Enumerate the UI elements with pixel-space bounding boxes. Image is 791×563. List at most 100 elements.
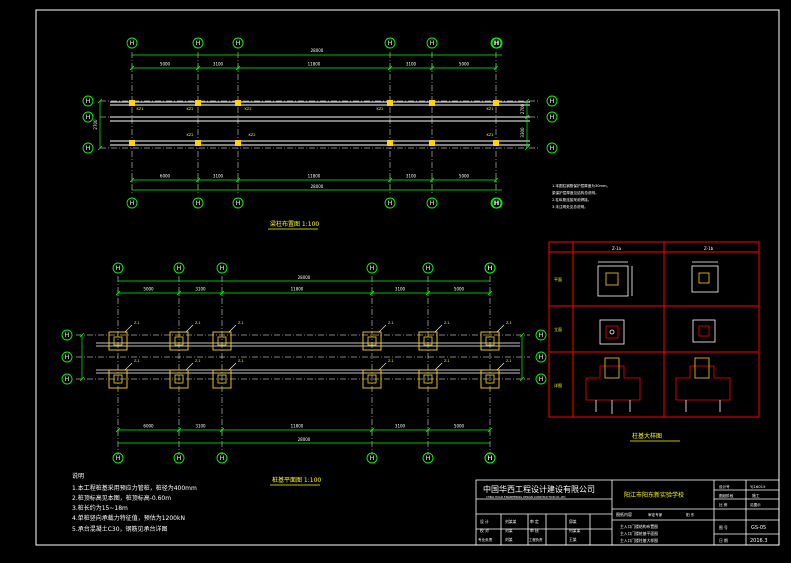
p2-bubble-top-5-label: H [488,265,493,272]
p2-col-2-0 [217,336,227,346]
project-name: 阳江市阳东新实验学校 [624,491,684,499]
p1-bubble-left-0-label: H [86,98,91,105]
detail-plan-b [691,261,719,293]
detail-row-label-1: 平面 [554,277,562,282]
detail-row-label-3: 详图 [554,382,562,388]
detail-footing-b [675,357,731,412]
signoff-r1-c3: 审 定 [530,519,539,524]
p1-dim-top-label-3: 3100 [406,62,417,67]
drawing-no-label: 设计号 [719,484,730,489]
signoff-r3-c2: 刘某 [505,537,513,542]
plan1-title: 梁柱布置图 1:100 [270,220,319,228]
notes2-line-1: 1.本工程桩基采用预应力管桩，桩径为400mm [72,484,197,492]
detail-footing-a [585,357,641,414]
detail-col-header-2: Z-1b [704,246,714,251]
p1-dim-right-label-0: 2700 [520,103,525,114]
p1-col-1-1 [195,140,201,146]
p1-dim-right-tick-2 [524,145,530,151]
notes1-line-3: 2.柱纵筋连接采用焊接。 [552,197,591,202]
p2-bubble-bot-5-label: H [488,455,493,462]
signoff-r2-c1: 校 对 [480,528,489,533]
p2-leader-5-0 [496,324,505,333]
p1-bubble-top-6-circle [491,37,503,49]
p1-dim-left-tick-0 [97,98,103,104]
p2-bubble-bot-3-label: H [370,455,375,462]
p1-dim-right-tick-0 [524,98,530,104]
p2-col-1-1 [174,374,184,384]
content-line-1: 主入口门楼结构布置图 [620,524,658,529]
p1-bubble-left-1-label: H [86,114,91,121]
p2-dim-top-label-4: 5000 [454,287,465,292]
p2-cap-5-1 [480,369,500,389]
p2-bubble-top-2-circle [216,262,228,274]
p2-leader-4-1 [434,362,443,371]
p1-dim-right-tick-1 [524,114,530,120]
p1-dim-total-top: 28000 [311,48,324,53]
p1-bubble-bot-4-label: H [430,200,435,207]
p1-col-0-1 [129,140,135,146]
p2-bubble-top-4-circle [422,262,434,274]
p2-bubble-left-1-circle [61,351,73,363]
p2-bubble-bot-0-circle [112,452,124,464]
p2-bubble-right-0-circle [535,329,547,341]
p2-cap-3-0 [362,331,382,351]
p1-bubble-bot-3-circle [384,197,396,209]
p2-bubble-top-3-label: H [370,265,375,272]
p2-leader-1-1 [185,362,194,371]
p2-bubble-bot-1-label: H [177,455,182,462]
p2-cap-2-0 [212,331,232,351]
p2-pile-tag-1-0: Z-1 [195,321,201,325]
notes2-line-2: 2.桩顶标高见本图，桩顶标高-0.60m [72,494,171,502]
p1-bubble-right-1-label: H [550,114,555,121]
p1-bubble-top-4-label: H [430,40,435,47]
p1-bubble-right-1-circle [546,111,558,123]
p2-bubble-right-1-circle [535,351,547,363]
plan2-title: 桩基平面图 1:100 [272,476,321,484]
p2-dim-top-label-0: 5000 [143,287,154,292]
p2-dim-left-tick-1 [79,376,85,382]
p1-col-4-0 [429,100,435,106]
p2-bubble-left-2-label: H [65,376,70,383]
p2-leader-0-1 [124,362,133,371]
p2-bubble-bot-1-circle [173,452,185,464]
p2-leader-1-0 [185,324,194,333]
signoff-r3-c1: 专业负责 [478,537,493,542]
p2-pile-tag-2-0: Z-1 [238,321,244,325]
p1-bubble-right-2-label: H [550,145,555,152]
title-block-text: 中国华西工程设计建设有限公司 CHINA HUAXI ENGINEERING D… [478,484,768,544]
p2-col-1-0 [174,336,184,346]
p1-dim-left-label-0: 2700 [93,119,98,130]
stage-label: 图纸阶段 [719,493,734,498]
p1-bubble-top-3-label: H [388,40,393,47]
p2-bubble-bot-6-label: H [488,455,493,462]
p1-bubble-bot-0-circle [126,197,138,209]
p2-dim-total-top: 28000 [298,275,311,280]
p1-beam-tag-3: KZ2 [376,107,383,111]
p2-dim-bot-label-2: 11800 [291,424,304,429]
note-label: 审定专家 [648,512,663,517]
content-line-2: 主入口门楼桩基平面图 [620,531,658,536]
p2-col-3-1 [367,374,377,384]
p1-dim-bot-label-2: 11800 [308,174,321,179]
notes-upper: 1.本图柱钢筋保护层厚度为30mm。 梁保护层厚度见结构总说明。 2.柱纵筋连接… [552,183,610,209]
p1-bubble-top-0-circle [126,37,138,49]
p1-bubble-bot-3-label: H [388,200,393,207]
p1-col-1-0 [195,100,201,106]
p2-dim-bot-label-1: 3100 [195,424,206,429]
plan2-pile-caps: Z-1Z-1Z-1Z-1Z-1Z-1Z-1Z-1Z-1Z-1Z-1Z-1 [108,321,512,389]
title-block [475,479,780,546]
notes2-line-4: 4.单桩竖向承载力特征值，预估为1200kN [72,514,185,522]
p1-beam-tag-1: KZ2 [186,107,193,111]
p2-bubble-bot-2-label: H [220,455,225,462]
p2-pile-tag-0-1: Z-1 [134,359,140,363]
p2-pile-tag-5-1: Z-1 [506,359,512,363]
content-line-3: 主入口门楼柱基大样图 [620,538,658,543]
signoff-r1-c4: 邱某 [569,519,577,524]
p2-bubble-top-1-label: H [177,265,182,272]
p1-dim-top-label-2: 11800 [308,62,321,67]
scale-value: 见图示 [750,503,761,507]
drawing-no: YJ16015 [750,484,766,489]
p2-cap-0-1 [108,369,128,389]
p2-cap-1-1 [169,369,189,389]
